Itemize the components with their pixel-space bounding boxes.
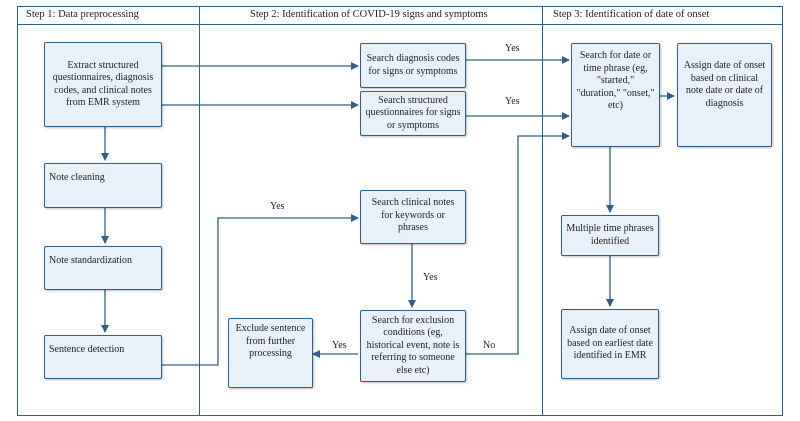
node-multiple-time-phrases: Multiple time phrases identified — [561, 215, 659, 256]
node-search-clinical-notes: Search clinical notes for keywords or ph… — [360, 190, 466, 244]
edge-exclusion-date — [466, 132, 570, 355]
step-2-header: Step 2: Identification of COVID-19 signs… — [200, 7, 542, 25]
label-yes-exclude: Yes — [332, 340, 347, 351]
column-step-3 — [542, 6, 783, 416]
node-search-questionnaires: Search structured questionnaires for sig… — [360, 91, 466, 136]
node-assign-clinical-date: Assign date of onset based on clinical n… — [677, 43, 772, 147]
label-yes-diagnosis: Yes — [505, 43, 520, 54]
label-yes-questionnaire: Yes — [505, 96, 520, 107]
node-note-cleaning: Note cleaning — [44, 163, 162, 208]
label-no-exclusion: No — [483, 340, 496, 351]
step-1-header: Step 1: Data preprocessing — [18, 7, 199, 25]
node-assign-earliest-date: Assign date of onset based on earliest d… — [561, 309, 659, 379]
node-extract: Extract structured questionnaires, diagn… — [44, 42, 162, 127]
node-search-diagnosis-codes: Search diagnosis codes for signs or symp… — [360, 43, 466, 88]
label-yes-sentence: Yes — [270, 201, 285, 212]
label-yes-search-notes: Yes — [423, 272, 438, 283]
node-note-standardization: Note standardization — [44, 246, 162, 290]
node-exclude-sentence: Exclude sentence from further processing — [228, 318, 313, 388]
node-sentence-detection: Sentence detection — [44, 335, 162, 379]
step-3-header: Step 3: Identification of date of onset — [543, 7, 782, 25]
edge-sentence-search-notes — [162, 214, 359, 366]
node-date-time-phrase: Search for date or time phrase (eg, "sta… — [571, 43, 660, 147]
node-exclusion-conditions: Search for exclusion conditions (eg, his… — [360, 310, 466, 382]
